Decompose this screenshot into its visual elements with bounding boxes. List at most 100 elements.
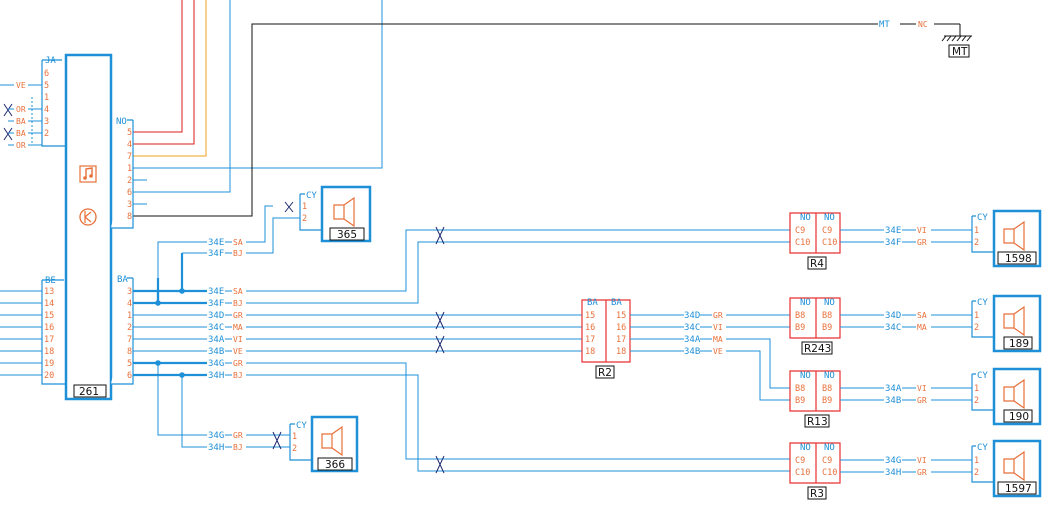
pin: C10 — [822, 238, 837, 248]
pin: 2 — [974, 396, 979, 406]
component-id-261: 261 — [79, 386, 99, 398]
pin: 16 — [44, 323, 54, 333]
wire-color: BJ — [233, 443, 243, 452]
pin: 1 — [974, 384, 979, 394]
pin: 4 — [44, 105, 49, 115]
wire-color: VE — [233, 347, 243, 356]
wire-code: 34G — [208, 359, 224, 369]
speaker-189: CY 1 2 189 — [971, 294, 1042, 353]
connector-r13: NO NO B8 B9 B8 B9 R13 — [789, 370, 841, 428]
wire-code: 34F — [208, 249, 224, 259]
speaker-icon — [1003, 305, 1025, 337]
pin: 5 — [127, 359, 132, 369]
connector-cy-label: CY — [977, 298, 988, 308]
wire-color: MA — [917, 323, 927, 332]
pin: B9 — [822, 396, 832, 406]
pin: 2 — [974, 468, 979, 478]
pin: C9 — [795, 456, 805, 466]
connector-ja-label: JA — [45, 56, 56, 66]
wire-color: VI — [233, 335, 243, 344]
wire-code: 34C — [885, 323, 901, 333]
wire-color: VI — [713, 323, 723, 332]
pin: B8 — [795, 384, 805, 394]
pin: C10 — [822, 468, 837, 478]
pin: 7 — [127, 335, 132, 345]
ground-wire-label: MT — [879, 20, 890, 30]
wire-color: VI — [917, 456, 927, 465]
speaker-icon — [321, 425, 343, 457]
wire-code: 34E — [208, 287, 224, 297]
component-id-1597: 1597 — [1005, 483, 1032, 495]
speaker-365: CY 1 2 365 — [299, 185, 372, 243]
component-id-190: 190 — [1009, 411, 1029, 423]
wire-code: 34B — [208, 347, 224, 357]
pin: 4 — [127, 140, 132, 150]
pin: 6 — [127, 371, 132, 381]
wire-code: 34G — [208, 431, 224, 441]
wire-color-ba: BA — [16, 117, 26, 126]
speaker-1598: CY 1 2 1598 — [971, 209, 1042, 268]
wire-code: 34D — [684, 311, 700, 321]
pin: 2 — [292, 444, 297, 454]
connector-no-label: NO — [824, 371, 835, 381]
ground-icon — [941, 24, 972, 42]
component-id-189: 189 — [1009, 338, 1029, 350]
component-id-365: 365 — [337, 229, 357, 241]
connector-id-r243: R243 — [804, 343, 831, 355]
speaker-icon — [1003, 450, 1025, 482]
pin: B8 — [822, 384, 832, 394]
connector-cy-label: CY — [977, 213, 988, 223]
wire-color: BJ — [233, 299, 243, 308]
wire-code: 34G — [885, 456, 901, 466]
pin: 17 — [585, 335, 595, 345]
pin: 18 — [44, 347, 54, 357]
speaker-icon — [1003, 378, 1025, 410]
wire-color: GR — [233, 311, 243, 320]
wire-code: 34H — [885, 468, 901, 478]
pin: 2 — [302, 214, 307, 224]
component-id-1598: 1598 — [1005, 253, 1032, 265]
wire-color: VI — [917, 384, 927, 393]
connector-r4: NO NO C9 C10 C9 C10 R4 — [789, 212, 841, 270]
connector-no-label: NO — [824, 213, 835, 223]
pin: B8 — [822, 311, 832, 321]
wire-color: BJ — [233, 371, 243, 380]
pin: 19 — [44, 359, 54, 369]
speaker-icon — [1003, 220, 1025, 252]
pin: 18 — [585, 347, 595, 357]
wire-color-ve: VE — [16, 81, 26, 90]
wire-color: VI — [917, 226, 927, 235]
ground-mt: MT NC MT — [878, 19, 972, 58]
pin: 6 — [127, 188, 132, 198]
pin: 2 — [974, 238, 979, 248]
pin: 15 — [585, 311, 595, 321]
wire-color: SA — [233, 238, 243, 247]
wire-color: GR — [917, 238, 927, 247]
pin: 4 — [127, 299, 132, 309]
pin: 2 — [44, 129, 49, 139]
wire-code: 34C — [684, 323, 700, 333]
connector-cy-label: CY — [306, 191, 317, 201]
speaker-icon — [333, 196, 355, 228]
pin: B9 — [795, 396, 805, 406]
pin: 5 — [44, 81, 49, 91]
pin: 2 — [974, 323, 979, 333]
pin: 1 — [127, 311, 132, 321]
connector-id-r3: R3 — [810, 488, 824, 500]
pin: 3 — [127, 287, 132, 297]
wire-color-ba-2: BA — [16, 129, 26, 138]
connector-id-r2: R2 — [598, 367, 612, 379]
connector-ba-label: BA — [587, 298, 598, 308]
wire-color: MA — [233, 323, 243, 332]
speaker-1597: CY 1 2 1597 — [971, 439, 1042, 498]
speaker-190: CY 1 2 190 — [971, 367, 1042, 426]
pin: C9 — [822, 226, 832, 236]
connector-id-r4: R4 — [810, 258, 824, 270]
pin: 16 — [585, 323, 595, 333]
pin: 20 — [44, 371, 54, 381]
pin: B9 — [795, 323, 805, 333]
connector-no-label: NO — [824, 298, 835, 308]
